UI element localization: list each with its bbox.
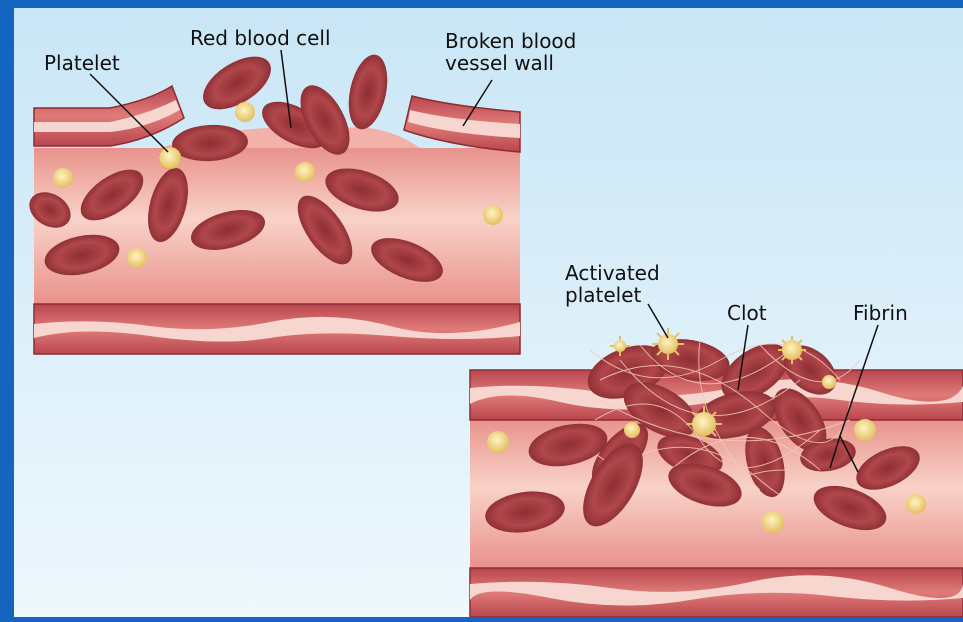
activated-platelet <box>778 336 806 364</box>
platelet <box>235 102 255 122</box>
platelet <box>487 431 509 453</box>
platelet <box>53 168 73 188</box>
platelet <box>822 375 836 389</box>
platelet <box>762 511 784 533</box>
platelet <box>127 248 147 268</box>
vessel-wall-bottom <box>470 568 963 617</box>
vessel-lumen <box>34 148 520 306</box>
platelet <box>483 205 503 225</box>
label-fibrin: Fibrin <box>853 302 908 324</box>
platelet <box>854 419 876 441</box>
platelet <box>906 494 926 514</box>
platelet <box>295 162 315 182</box>
platelet <box>624 422 640 438</box>
label-activated-platelet: Activated platelet <box>565 262 660 306</box>
vessel-wall-bottom <box>34 304 520 354</box>
platelet <box>159 147 181 169</box>
label-activated-platelet-line2: platelet <box>565 284 660 306</box>
label-red-blood-cell: Red blood cell <box>190 27 331 49</box>
label-broken-vessel-wall: Broken blood vessel wall <box>445 30 576 74</box>
label-platelet: Platelet <box>44 52 120 74</box>
label-broken-vessel-line1: Broken blood <box>445 30 576 52</box>
label-activated-platelet-line1: Activated <box>565 262 660 284</box>
label-broken-vessel-line2: vessel wall <box>445 52 576 74</box>
label-clot: Clot <box>727 302 767 324</box>
